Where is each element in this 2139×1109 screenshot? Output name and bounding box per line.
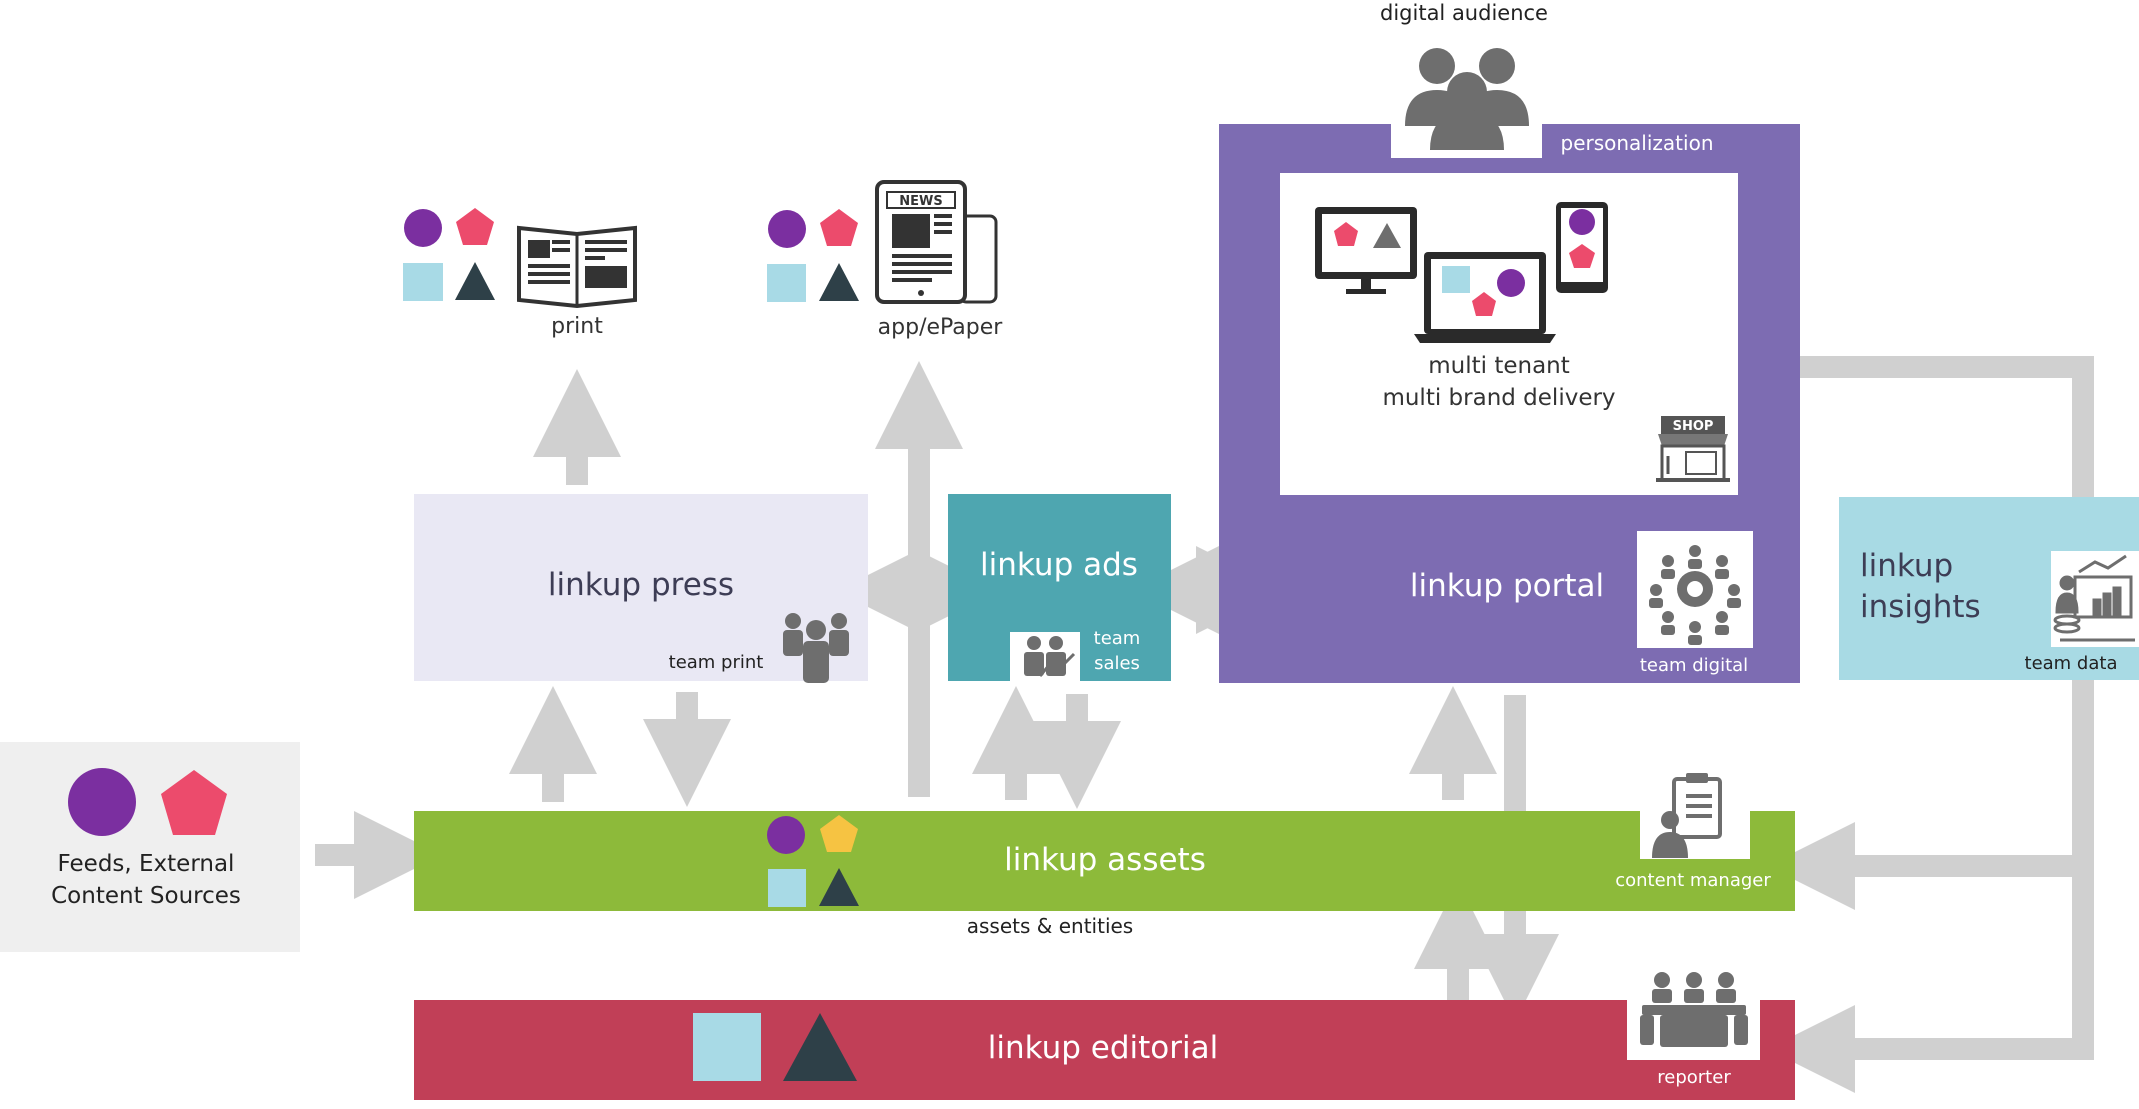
portal-module[interactable]: personalization multi tenant multi brand… [1219,110,1800,683]
purple-circle-shape [68,768,136,836]
laptop-icon [1414,252,1556,343]
team-sales-line2: sales [1094,653,1140,674]
light-blue-square-shape [767,264,806,302]
editorial-box [414,1000,1795,1100]
newspaper-icon [517,225,637,309]
print-output: print [403,208,637,339]
pink-pentagon-shape [820,209,858,246]
ads-title: linkup ads [980,547,1138,583]
content-manager-icon [1652,773,1722,858]
dark-triangle-shape [819,868,859,906]
ads-module[interactable]: linkup ads team sales [948,494,1171,682]
app-epaper-output: NEWS app/ePaper [767,180,1004,340]
pink-pentagon-shape [456,208,494,245]
light-blue-square-shape [768,869,806,907]
personalization-label: personalization [1561,131,1714,155]
team-digital-label: team digital [1640,655,1748,676]
team-sales-icon [1024,636,1076,677]
feeds-box [0,742,300,952]
assets-module[interactable]: linkup assets content manager [414,771,1795,911]
press-title: linkup press [548,567,734,603]
insights-module[interactable]: linkup insights team data [1839,497,2139,680]
smartphone-icon [1556,202,1608,293]
portal-title: linkup portal [1410,568,1604,604]
audience-people-icon [1405,48,1529,150]
team-sales-line1: team [1094,628,1141,649]
content-manager-label: content manager [1615,870,1771,891]
svg-text:SHOP: SHOP [1673,419,1714,434]
app-epaper-label: app/ePaper [878,315,1004,340]
print-label: print [551,314,603,339]
svg-text:NEWS: NEWS [899,194,942,209]
insights-title-line1: linkup [1860,548,1953,584]
editorial-module[interactable]: linkup editorial reporter [414,963,1795,1100]
reporter-icon [1640,972,1748,1047]
purple-circle-shape [404,209,442,247]
press-module[interactable]: linkup press team print [414,494,868,683]
dark-triangle-shape [819,263,859,301]
monitor-icon [1315,207,1417,294]
dark-triangle-shape [783,1013,857,1081]
shop-icon: SHOP [1656,416,1730,482]
tablet-news-icon: NEWS [875,180,998,304]
purple-circle-shape [767,816,805,854]
team-print-icon [783,613,849,683]
team-data-icon [2053,554,2135,642]
connectors [315,356,2094,1093]
purple-circle-shape [768,210,806,248]
assets-box [414,811,1795,911]
feeds-label-line2: Content Sources [51,883,241,909]
team-print-label: team print [669,652,764,673]
assets-title: linkup assets [1004,842,1206,878]
line-delivery-to-insights [1670,356,2094,497]
reporter-label: reporter [1657,1067,1731,1088]
team-digital-icon [1649,545,1741,645]
pink-pentagon-shape [161,770,227,835]
insights-title-line2: insights [1860,589,1981,625]
multi-tenant-label: multi tenant [1428,353,1570,379]
feeds-label-line1: Feeds, External [58,851,235,877]
editorial-title: linkup editorial [988,1030,1219,1066]
feeds-source[interactable]: Feeds, External Content Sources [0,742,300,952]
light-blue-square-shape [403,263,443,301]
digital-audience-label: digital audience [1380,1,1548,25]
multi-brand-label: multi brand delivery [1382,385,1615,411]
yellow-pentagon-shape [820,815,858,852]
dark-triangle-shape [455,262,495,300]
team-sales-icon-bg [1010,632,1080,682]
light-blue-square-shape [693,1013,761,1081]
team-data-label: team data [2025,653,2118,674]
assets-entities-label: assets & entities [967,914,1133,938]
